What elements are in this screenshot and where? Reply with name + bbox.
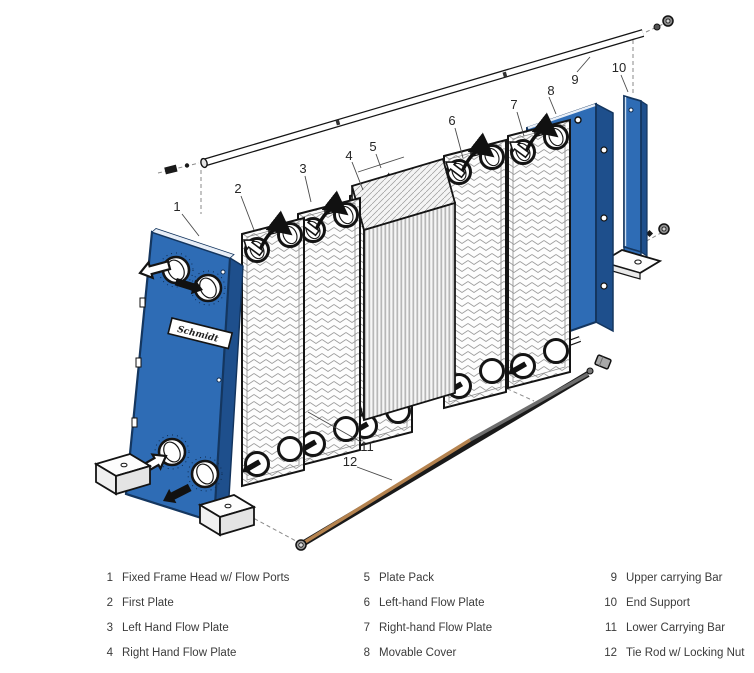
legend-column-3: 9 Upper carrying Bar 10 End Support 11 Lowe… bbox=[588, 566, 744, 666]
legend-item-label: Plate Pack bbox=[379, 572, 434, 584]
legend-item-number: 2 bbox=[106, 597, 113, 609]
legend-item: 2 First Plate bbox=[95, 591, 289, 616]
legend-item-number: 4 bbox=[106, 647, 113, 659]
callout-7: 7 bbox=[510, 97, 517, 112]
legend-column-2: 5 Plate Pack 6 Left-hand Flow Plate 7 Right… bbox=[352, 566, 493, 666]
fixed-frame-head: Schmidt bbox=[93, 228, 257, 537]
flow-port bbox=[190, 270, 226, 306]
legend-item-number: 9 bbox=[610, 572, 617, 584]
support-nut-right bbox=[645, 223, 670, 238]
callout-8: 8 bbox=[547, 83, 554, 98]
legend-item: 4 Right Hand Flow Plate bbox=[95, 641, 289, 666]
legend-item-label: Left-hand Flow Plate bbox=[379, 597, 485, 609]
legend-item: 1 Fixed Frame Head w/ Flow Ports bbox=[95, 566, 290, 591]
plate-2-first-plate bbox=[239, 218, 304, 486]
legend-item: 10 End Support bbox=[588, 591, 744, 616]
locking-nut-washer bbox=[586, 367, 594, 375]
legend-item-label: Right-hand Flow Plate bbox=[379, 622, 493, 634]
callout-12: 12 bbox=[343, 454, 357, 469]
legend-item-number: 1 bbox=[106, 572, 113, 584]
callout-10: 10 bbox=[612, 60, 626, 75]
legend-item-number: 5 bbox=[363, 572, 370, 584]
legend-item: 6 Left-hand Flow Plate bbox=[352, 591, 492, 616]
end-support bbox=[599, 94, 663, 280]
legend-item-label: Right Hand Flow Plate bbox=[122, 647, 237, 659]
frame-foot-right bbox=[197, 494, 257, 537]
legend-item: 9 Upper carrying Bar bbox=[588, 566, 744, 591]
bar-nut-right bbox=[653, 15, 674, 31]
frame-foot-left bbox=[93, 453, 153, 496]
flow-port bbox=[154, 434, 190, 470]
legend-item-label: First Plate bbox=[122, 597, 174, 609]
exploded-diagram: Schmidt bbox=[93, 15, 674, 551]
callout-1: 1 bbox=[173, 199, 180, 214]
legend-item: 12 Tie Rod w/ Locking Nut bbox=[588, 641, 744, 666]
callout-3: 3 bbox=[299, 161, 306, 176]
callout-4: 4 bbox=[345, 148, 352, 163]
upper-carrying-bar bbox=[200, 29, 645, 169]
legend-item-number: 12 bbox=[604, 647, 617, 659]
bar-pin bbox=[335, 119, 341, 126]
locking-nut bbox=[594, 354, 612, 370]
legend-item: 8 Movable Cover bbox=[352, 641, 492, 666]
legend-item-number: 11 bbox=[605, 622, 617, 634]
legend-item-label: Tie Rod w/ Locking Nut bbox=[626, 647, 745, 659]
legend-item-number: 8 bbox=[363, 647, 370, 659]
legend-item-number: 10 bbox=[604, 597, 617, 609]
legend-item-number: 3 bbox=[106, 622, 113, 634]
legend-item-label: Upper carrying Bar bbox=[626, 572, 723, 584]
legend-item-label: End Support bbox=[626, 597, 690, 609]
legend-item-number: 6 bbox=[363, 597, 370, 609]
bar-pin bbox=[502, 71, 508, 78]
callout-2: 2 bbox=[234, 181, 241, 196]
legend-item-label: Movable Cover bbox=[379, 647, 457, 659]
callout-11: 11 bbox=[360, 439, 374, 454]
callout-9: 9 bbox=[571, 72, 578, 87]
legend-column-1: 1 Fixed Frame Head w/ Flow Ports 2 First P… bbox=[95, 566, 290, 666]
legend-item-label: Left Hand Flow Plate bbox=[122, 622, 229, 634]
plate-pack bbox=[350, 157, 457, 422]
bar-bolt-left bbox=[164, 163, 190, 175]
legend-item-label: Fixed Frame Head w/ Flow Ports bbox=[122, 572, 290, 584]
legend-item-label: Lower Carrying Bar bbox=[626, 622, 726, 634]
flow-port bbox=[187, 456, 223, 492]
legend-item-number: 7 bbox=[363, 622, 370, 634]
tie-rod bbox=[295, 354, 612, 551]
legend-item: 5 Plate Pack bbox=[352, 566, 492, 591]
legend-item: 3 Left Hand Flow Plate bbox=[95, 616, 289, 641]
callout-leaders bbox=[181, 56, 629, 481]
legend-item: 7 Right-hand Flow Plate bbox=[352, 616, 493, 641]
legend-item: 11 Lower Carrying Bar bbox=[588, 616, 744, 641]
callout-5: 5 bbox=[369, 139, 376, 154]
callout-6: 6 bbox=[448, 113, 455, 128]
plate-7-right-hand-flow-plate bbox=[505, 120, 570, 388]
